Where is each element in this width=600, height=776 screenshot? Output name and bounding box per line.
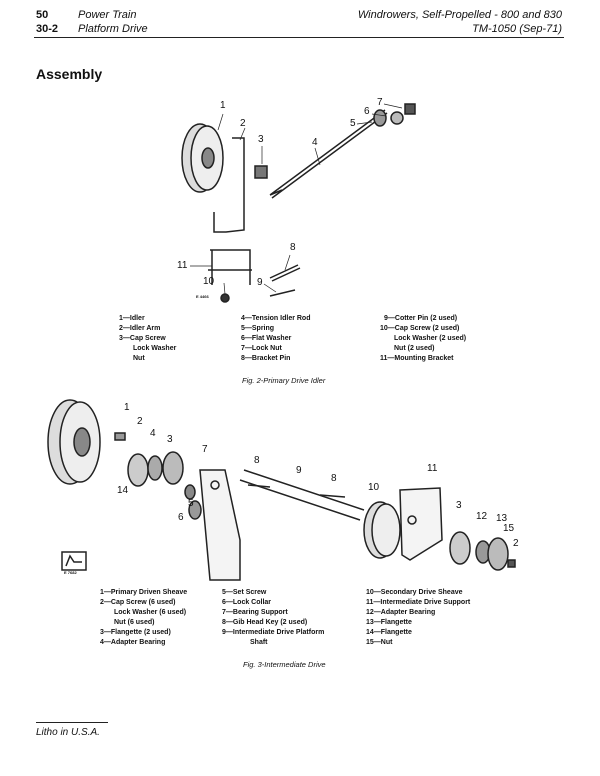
legend-item: 4—Adapter Bearing xyxy=(100,639,166,646)
callout: 5 xyxy=(350,118,356,129)
section-heading: Assembly xyxy=(36,66,103,82)
callout: 3 xyxy=(456,500,462,511)
callout: 3 xyxy=(167,434,173,445)
legend-item: Lock Washer (2 used) xyxy=(394,335,467,342)
callout: 13 xyxy=(496,513,508,524)
legend-item: Nut (2 used) xyxy=(394,345,435,352)
callout: 10 xyxy=(203,276,215,287)
section-title: Power Train xyxy=(78,9,137,21)
legend-item: 2—Cap Screw (6 used) xyxy=(100,599,176,606)
fig2-caption: Fig. 2-Primary Drive Idler xyxy=(242,376,326,385)
legend-item: 7—Bearing Support xyxy=(222,609,288,616)
callout: 8 xyxy=(254,455,260,466)
manual-id: TM-1050 (Sep-71) xyxy=(472,23,562,35)
legend-item: Lock Washer (6 used) xyxy=(114,609,187,616)
callout: 6 xyxy=(364,106,370,117)
legend-item: 14—Flangette xyxy=(366,629,412,636)
callout: 15 xyxy=(503,523,515,534)
fig3-legend-col2: 5—Set Screw 6—Lock Collar 7—Bearing Supp… xyxy=(222,588,324,648)
fig3-caption: Fig. 3-Intermediate Drive xyxy=(243,660,326,669)
callout: 14 xyxy=(117,485,129,496)
fig2-legend-col2: 4—Tension Idler Rod 5—Spring 6—Flat Wash… xyxy=(241,314,311,364)
subsection-title: Platform Drive xyxy=(78,23,148,35)
callout: 2 xyxy=(137,416,143,427)
fig2-legend-col3: 9—Cotter Pin (2 used) 10—Cap Screw (2 us… xyxy=(380,314,466,364)
legend-item: 11—Mounting Bracket xyxy=(380,355,454,362)
legend-item: 10—Cap Screw (2 used) xyxy=(380,325,460,332)
legend-item: 12—Adapter Bearing xyxy=(366,609,436,616)
fig2-legend-col1: 1—Idler 2—Idler Arm 3—Cap Screw Lock Was… xyxy=(119,314,176,364)
legend-item: 7—Lock Nut xyxy=(241,345,282,352)
callout: 6 xyxy=(178,512,184,523)
callout: 2 xyxy=(240,118,246,129)
callout: 4 xyxy=(312,137,318,148)
legend-item: 13—Flangette xyxy=(366,619,412,626)
callout: 8 xyxy=(331,473,337,484)
legend-item: 6—Flat Washer xyxy=(241,335,292,342)
callout: 7 xyxy=(202,444,208,455)
footer-rule xyxy=(36,722,108,723)
fig3-image-code: E 7682 xyxy=(64,570,77,575)
callout: 1 xyxy=(124,402,130,413)
fig2-image-code: E 4466 xyxy=(196,294,209,299)
callout: 5 xyxy=(188,498,194,509)
callout: 11 xyxy=(427,463,438,474)
legend-item: 5—Set Screw xyxy=(222,589,267,596)
legend-item: 8—Bracket Pin xyxy=(241,355,291,362)
callout: 3 xyxy=(258,134,264,145)
legend-item: 10—Secondary Drive Sheave xyxy=(366,589,463,596)
legend-item: 2—Idler Arm xyxy=(119,325,161,332)
callout: 7 xyxy=(377,97,383,108)
legend-item: 3—Cap Screw xyxy=(119,335,166,342)
callout: 2 xyxy=(513,538,519,549)
callout: 4 xyxy=(150,428,156,439)
legend-item: Lock Washer xyxy=(133,345,177,352)
header-rule xyxy=(34,37,564,38)
legend-item: Shaft xyxy=(250,639,268,646)
legend-item: 1—Primary Driven Sheave xyxy=(100,589,188,596)
legend-item: 8—Gib Head Key (2 used) xyxy=(222,619,308,626)
legend-item: 9—Intermediate Drive Platform xyxy=(222,629,325,636)
callout: 10 xyxy=(368,482,380,493)
callout: 12 xyxy=(476,511,488,522)
legend-item: 3—Flangette (2 used) xyxy=(100,629,171,636)
subsection-number: 30-2 xyxy=(36,23,59,35)
legend-item: Nut xyxy=(133,355,145,362)
page-number: 50 xyxy=(36,9,49,21)
fig3-legend-col3: 10—Secondary Drive Sheave 11—Intermediat… xyxy=(366,588,470,648)
callout: 8 xyxy=(290,242,296,253)
callout: 11 xyxy=(177,260,188,271)
legend-item: 5—Spring xyxy=(241,325,275,332)
manual-title: Windrowers, Self-Propelled - 800 and 830 xyxy=(357,9,562,21)
legend-item: 6—Lock Collar xyxy=(222,599,272,606)
fig3-legend-col1: 1—Primary Driven Sheave 2—Cap Screw (6 u… xyxy=(100,588,187,648)
callout: 9 xyxy=(257,277,263,288)
legend-item: Nut (6 used) xyxy=(114,619,155,626)
footer-text: Litho in U.S.A. xyxy=(36,727,100,738)
legend-item: 1—Idler xyxy=(119,315,145,322)
callout: 9 xyxy=(296,465,302,476)
legend-item: 4—Tension Idler Rod xyxy=(241,315,311,322)
legend-item: 15—Nut xyxy=(366,639,393,646)
callout: 1 xyxy=(220,100,226,111)
legend-item: 11—Intermediate Drive Support xyxy=(366,599,471,606)
legend-item: 9—Cotter Pin (2 used) xyxy=(384,315,458,322)
